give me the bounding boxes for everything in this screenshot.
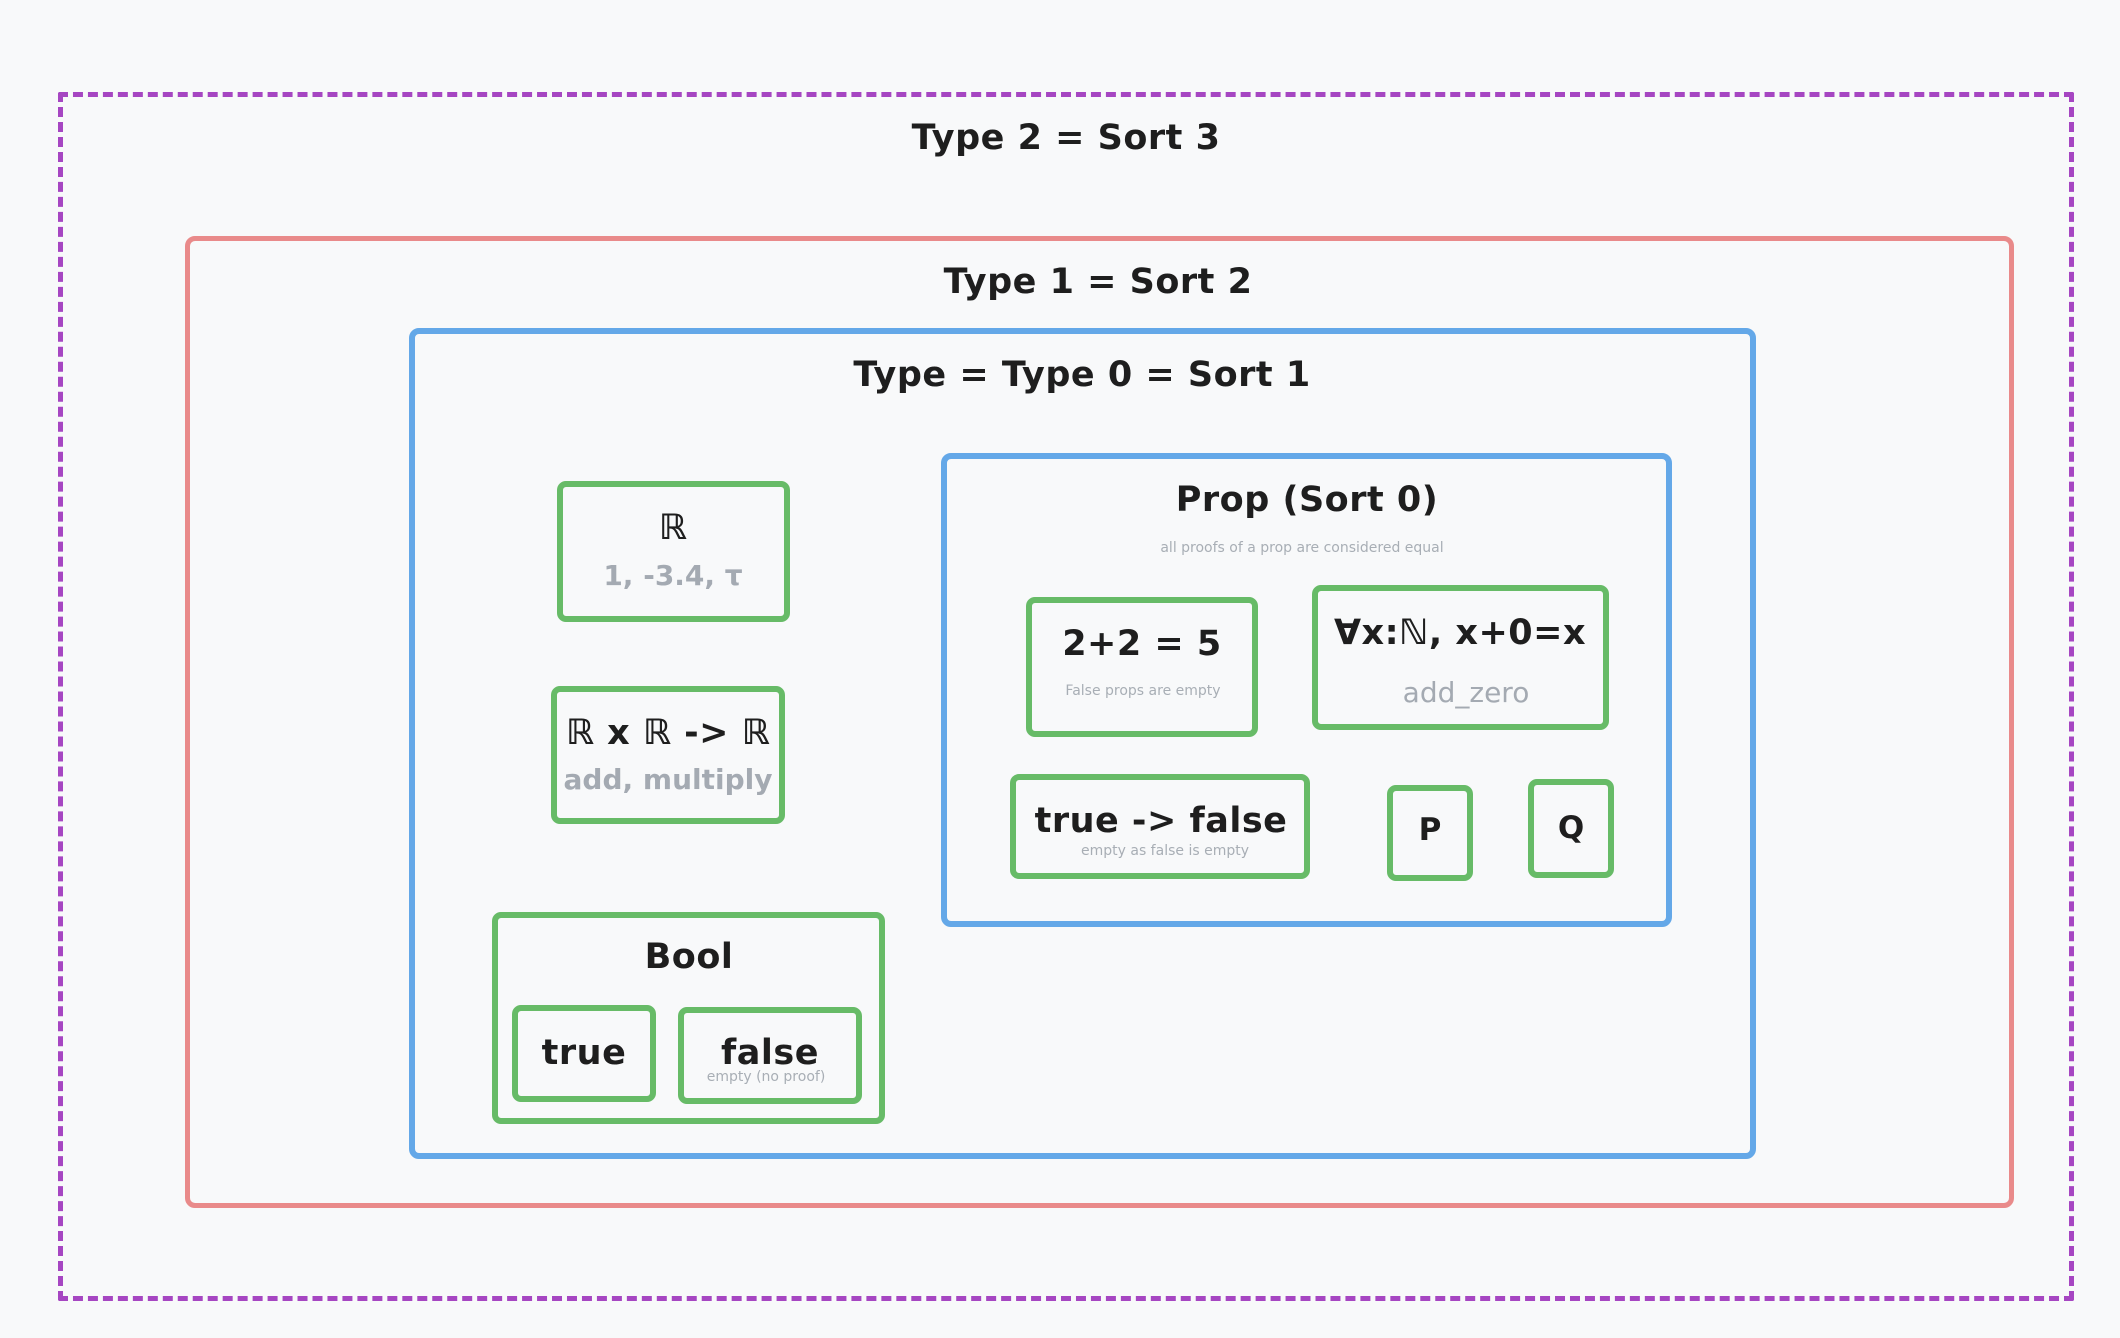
implication-prop-note: empty as false is empty xyxy=(1081,843,1249,859)
reals-type-box xyxy=(557,481,790,622)
false-prop-title: 2+2 = 5 xyxy=(1062,624,1222,664)
bool-type-title: Bool xyxy=(644,937,734,977)
prop-universe-title: Prop (Sort 0) xyxy=(1175,480,1439,520)
q-prop-box xyxy=(1528,779,1614,878)
type2-universe-title: Type 2 = Sort 3 xyxy=(911,118,1221,158)
type0-universe-box xyxy=(409,328,1756,1159)
forall-prop-box xyxy=(1312,585,1609,730)
binop-type-title: ℝ x ℝ -> ℝ xyxy=(565,713,771,753)
type1-universe-box xyxy=(185,236,2014,1208)
forall-prop-title: ∀x:ℕ, x+0=x xyxy=(1333,613,1587,653)
false-prop-box xyxy=(1026,597,1258,737)
false-prop-note: False props are empty xyxy=(1065,683,1221,699)
bool-type-box xyxy=(492,912,885,1124)
bool-false-box xyxy=(678,1007,862,1104)
bool-true-box xyxy=(512,1005,656,1102)
type1-universe-title: Type 1 = Sort 2 xyxy=(943,262,1253,302)
q-prop-title: Q xyxy=(1557,810,1585,846)
type2-universe-box xyxy=(58,92,2074,1301)
p-prop-title: P xyxy=(1418,812,1442,848)
bool-false-note: empty (no proof) xyxy=(706,1069,826,1085)
bool-true-label: true xyxy=(541,1033,627,1073)
reals-type-title: ℝ xyxy=(658,508,688,548)
prop-universe-note: all proofs of a prop are considered equa… xyxy=(1160,540,1444,556)
p-prop-box xyxy=(1387,785,1473,881)
implication-prop-box xyxy=(1010,774,1310,879)
implication-prop-title: true -> false xyxy=(1034,801,1288,841)
binop-examples: add, multiply xyxy=(563,763,773,796)
bool-false-label: false xyxy=(721,1033,819,1073)
reals-examples: 1, -3.4, τ xyxy=(603,559,743,592)
binop-type-box xyxy=(551,686,785,824)
forall-prop-proof: add_zero xyxy=(1402,676,1530,709)
prop-universe-box xyxy=(941,453,1672,927)
type0-universe-title: Type = Type 0 = Sort 1 xyxy=(853,355,1311,395)
